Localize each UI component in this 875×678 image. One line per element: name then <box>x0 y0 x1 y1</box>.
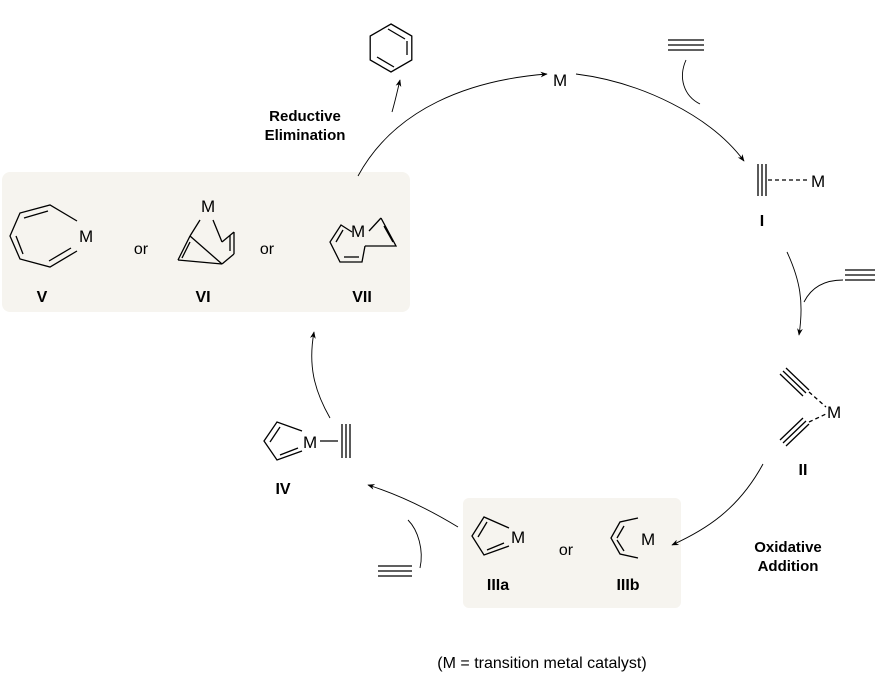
intermediate-VI: M VI <box>177 197 235 306</box>
arc-alkyne-bottom-in <box>407 519 422 569</box>
intermediate-IIIb: M IIIb <box>610 517 655 594</box>
alkyne-top <box>668 39 704 51</box>
alkyne-bottom <box>378 565 412 577</box>
oxidative-addition-label-2: Addition <box>758 558 819 575</box>
intermediate-IIIb-label: IIIb <box>616 577 639 594</box>
metallacycle-box-background <box>463 498 681 608</box>
reductive-elimination-label-2: Elimination <box>265 127 346 144</box>
benzene-product <box>369 23 413 73</box>
or-text-III: or <box>559 542 574 559</box>
intermediate-VII: M VII <box>329 217 398 306</box>
intermediate-I: M I <box>757 164 825 230</box>
intermediate-IIIa: M IIIa <box>471 516 525 594</box>
arc-II-to-III <box>671 463 764 546</box>
arc-IV-to-box <box>310 331 331 419</box>
arc-I-to-II <box>786 251 803 336</box>
or-text-1: or <box>134 241 149 258</box>
products-box-background <box>2 172 410 312</box>
intermediate-VI-metal: M <box>201 197 215 216</box>
intermediate-VI-label: VI <box>195 289 210 306</box>
intermediate-IIIa-label: IIIa <box>487 577 509 594</box>
arc-M-to-I <box>575 73 745 162</box>
arc-alkyne-top-in <box>682 59 701 105</box>
intermediate-IV-metal: M <box>303 433 317 452</box>
intermediate-I-label: I <box>760 213 764 230</box>
intermediate-IV: M IV <box>263 421 351 498</box>
intermediate-V: M V <box>9 204 93 306</box>
intermediate-V-label: V <box>37 289 48 306</box>
alkyne-right <box>845 269 875 281</box>
oxidative-addition-label-1: Oxidative <box>754 539 822 556</box>
or-text-2: or <box>260 241 275 258</box>
intermediate-VII-metal: M <box>351 222 365 241</box>
catalyst-metal: M <box>553 71 567 90</box>
intermediate-I-metal: M <box>811 172 825 191</box>
arc-benzene-to-M <box>357 71 548 177</box>
intermediate-IIIb-metal: M <box>641 530 655 549</box>
intermediate-II-label: II <box>799 462 808 479</box>
arc-III-to-IV <box>367 484 459 528</box>
intermediate-II-metal: M <box>827 403 841 422</box>
intermediate-IIIa-metal: M <box>511 528 525 547</box>
arc-alkyne-right-in <box>803 279 844 303</box>
arc-re-to-benzene <box>391 79 402 113</box>
intermediate-VII-label: VII <box>352 289 372 306</box>
footnote: (M = transition metal catalyst) <box>437 655 646 672</box>
reductive-elimination-label-1: Reductive <box>269 108 341 125</box>
intermediate-II: M II <box>779 367 841 479</box>
intermediate-IV-label: IV <box>275 481 290 498</box>
intermediate-V-metal: M <box>79 227 93 246</box>
